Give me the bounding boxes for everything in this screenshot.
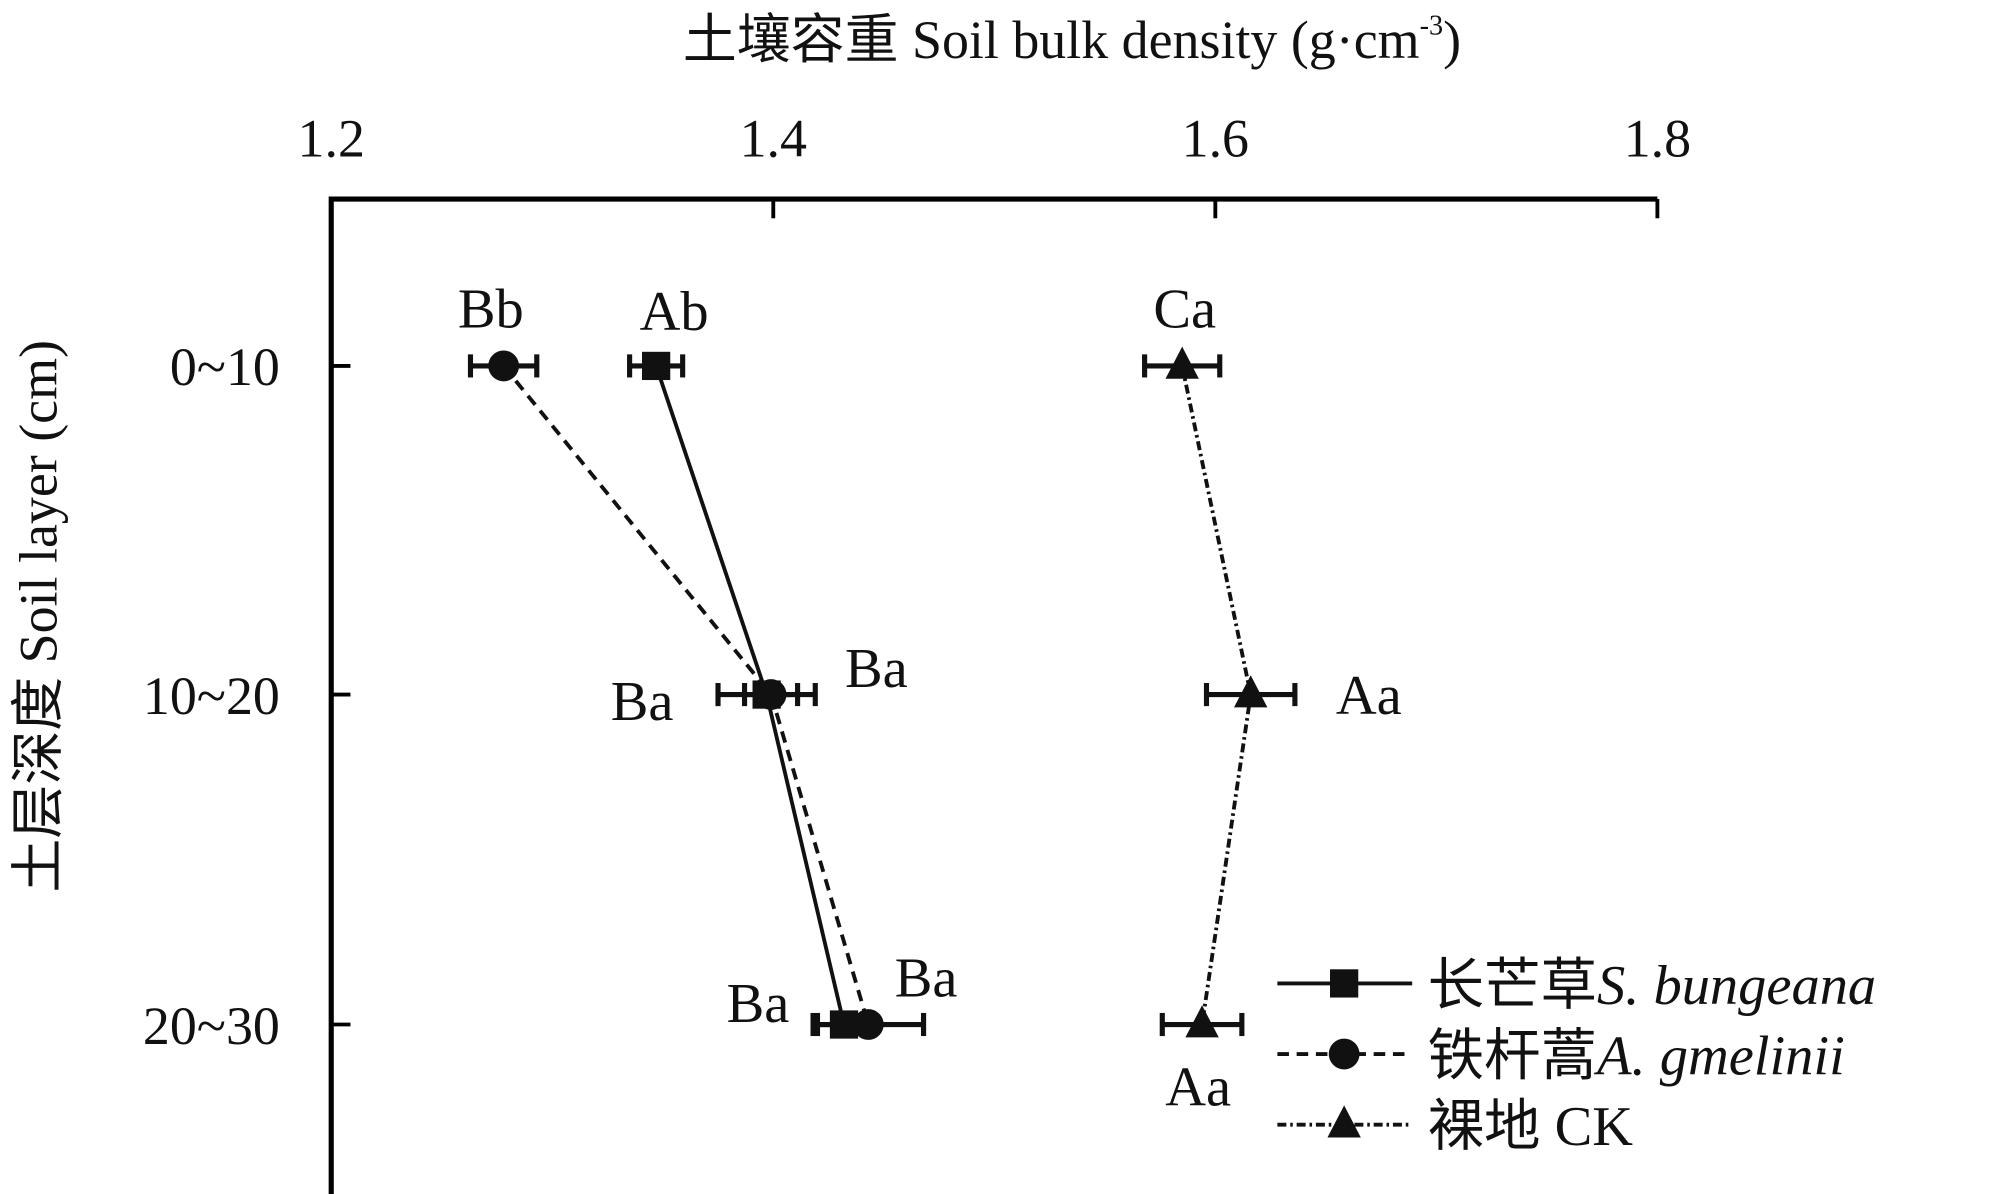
x-tick-label: 1.8	[1624, 109, 1691, 169]
data-point	[1234, 675, 1268, 708]
significance-label: Ca	[1153, 278, 1216, 340]
x-tick-label: 1.2	[298, 109, 365, 169]
y-tick-label: 0~10	[170, 337, 280, 397]
significance-label: Bb	[458, 278, 524, 340]
legend-marker	[1328, 1038, 1360, 1070]
legend-label: 铁杆蒿A. gmelinii	[1428, 1026, 1845, 1088]
legend-marker	[1327, 1105, 1361, 1138]
legend-label: 长芒草S. bungeana	[1428, 955, 1877, 1017]
significance-label: Ba	[895, 947, 958, 1009]
significance-label: Ba	[727, 973, 790, 1035]
legend-marker	[1330, 969, 1359, 998]
y-tick-label: 10~20	[143, 666, 280, 726]
y-tick-label: 20~30	[143, 996, 280, 1056]
significance-label: Aa	[1165, 1056, 1231, 1118]
x-tick-label: 1.4	[740, 109, 807, 169]
significance-label: Ab	[640, 281, 709, 343]
data-point	[488, 350, 520, 382]
data-point	[755, 679, 787, 710]
data-point	[1185, 1005, 1219, 1038]
data-point	[1165, 346, 1199, 379]
legend-label: 裸地 CK	[1428, 1096, 1634, 1158]
data-point	[642, 351, 671, 381]
y-axis-title: 土层深度 Soil layer (cm)	[8, 340, 68, 892]
legend: 长芒草S. bungeana 铁杆蒿A. gmelinii 裸地 CK	[1277, 955, 1876, 1158]
data-point	[852, 1009, 884, 1040]
significance-label: Ba	[845, 638, 908, 700]
significance-label: Ba	[611, 671, 674, 733]
x-tick-label: 1.6	[1182, 109, 1249, 169]
x-axis-title: 土壤容重 Soil bulk density (g·cm-3)	[683, 10, 1461, 70]
significance-label: Aa	[1336, 665, 1402, 727]
